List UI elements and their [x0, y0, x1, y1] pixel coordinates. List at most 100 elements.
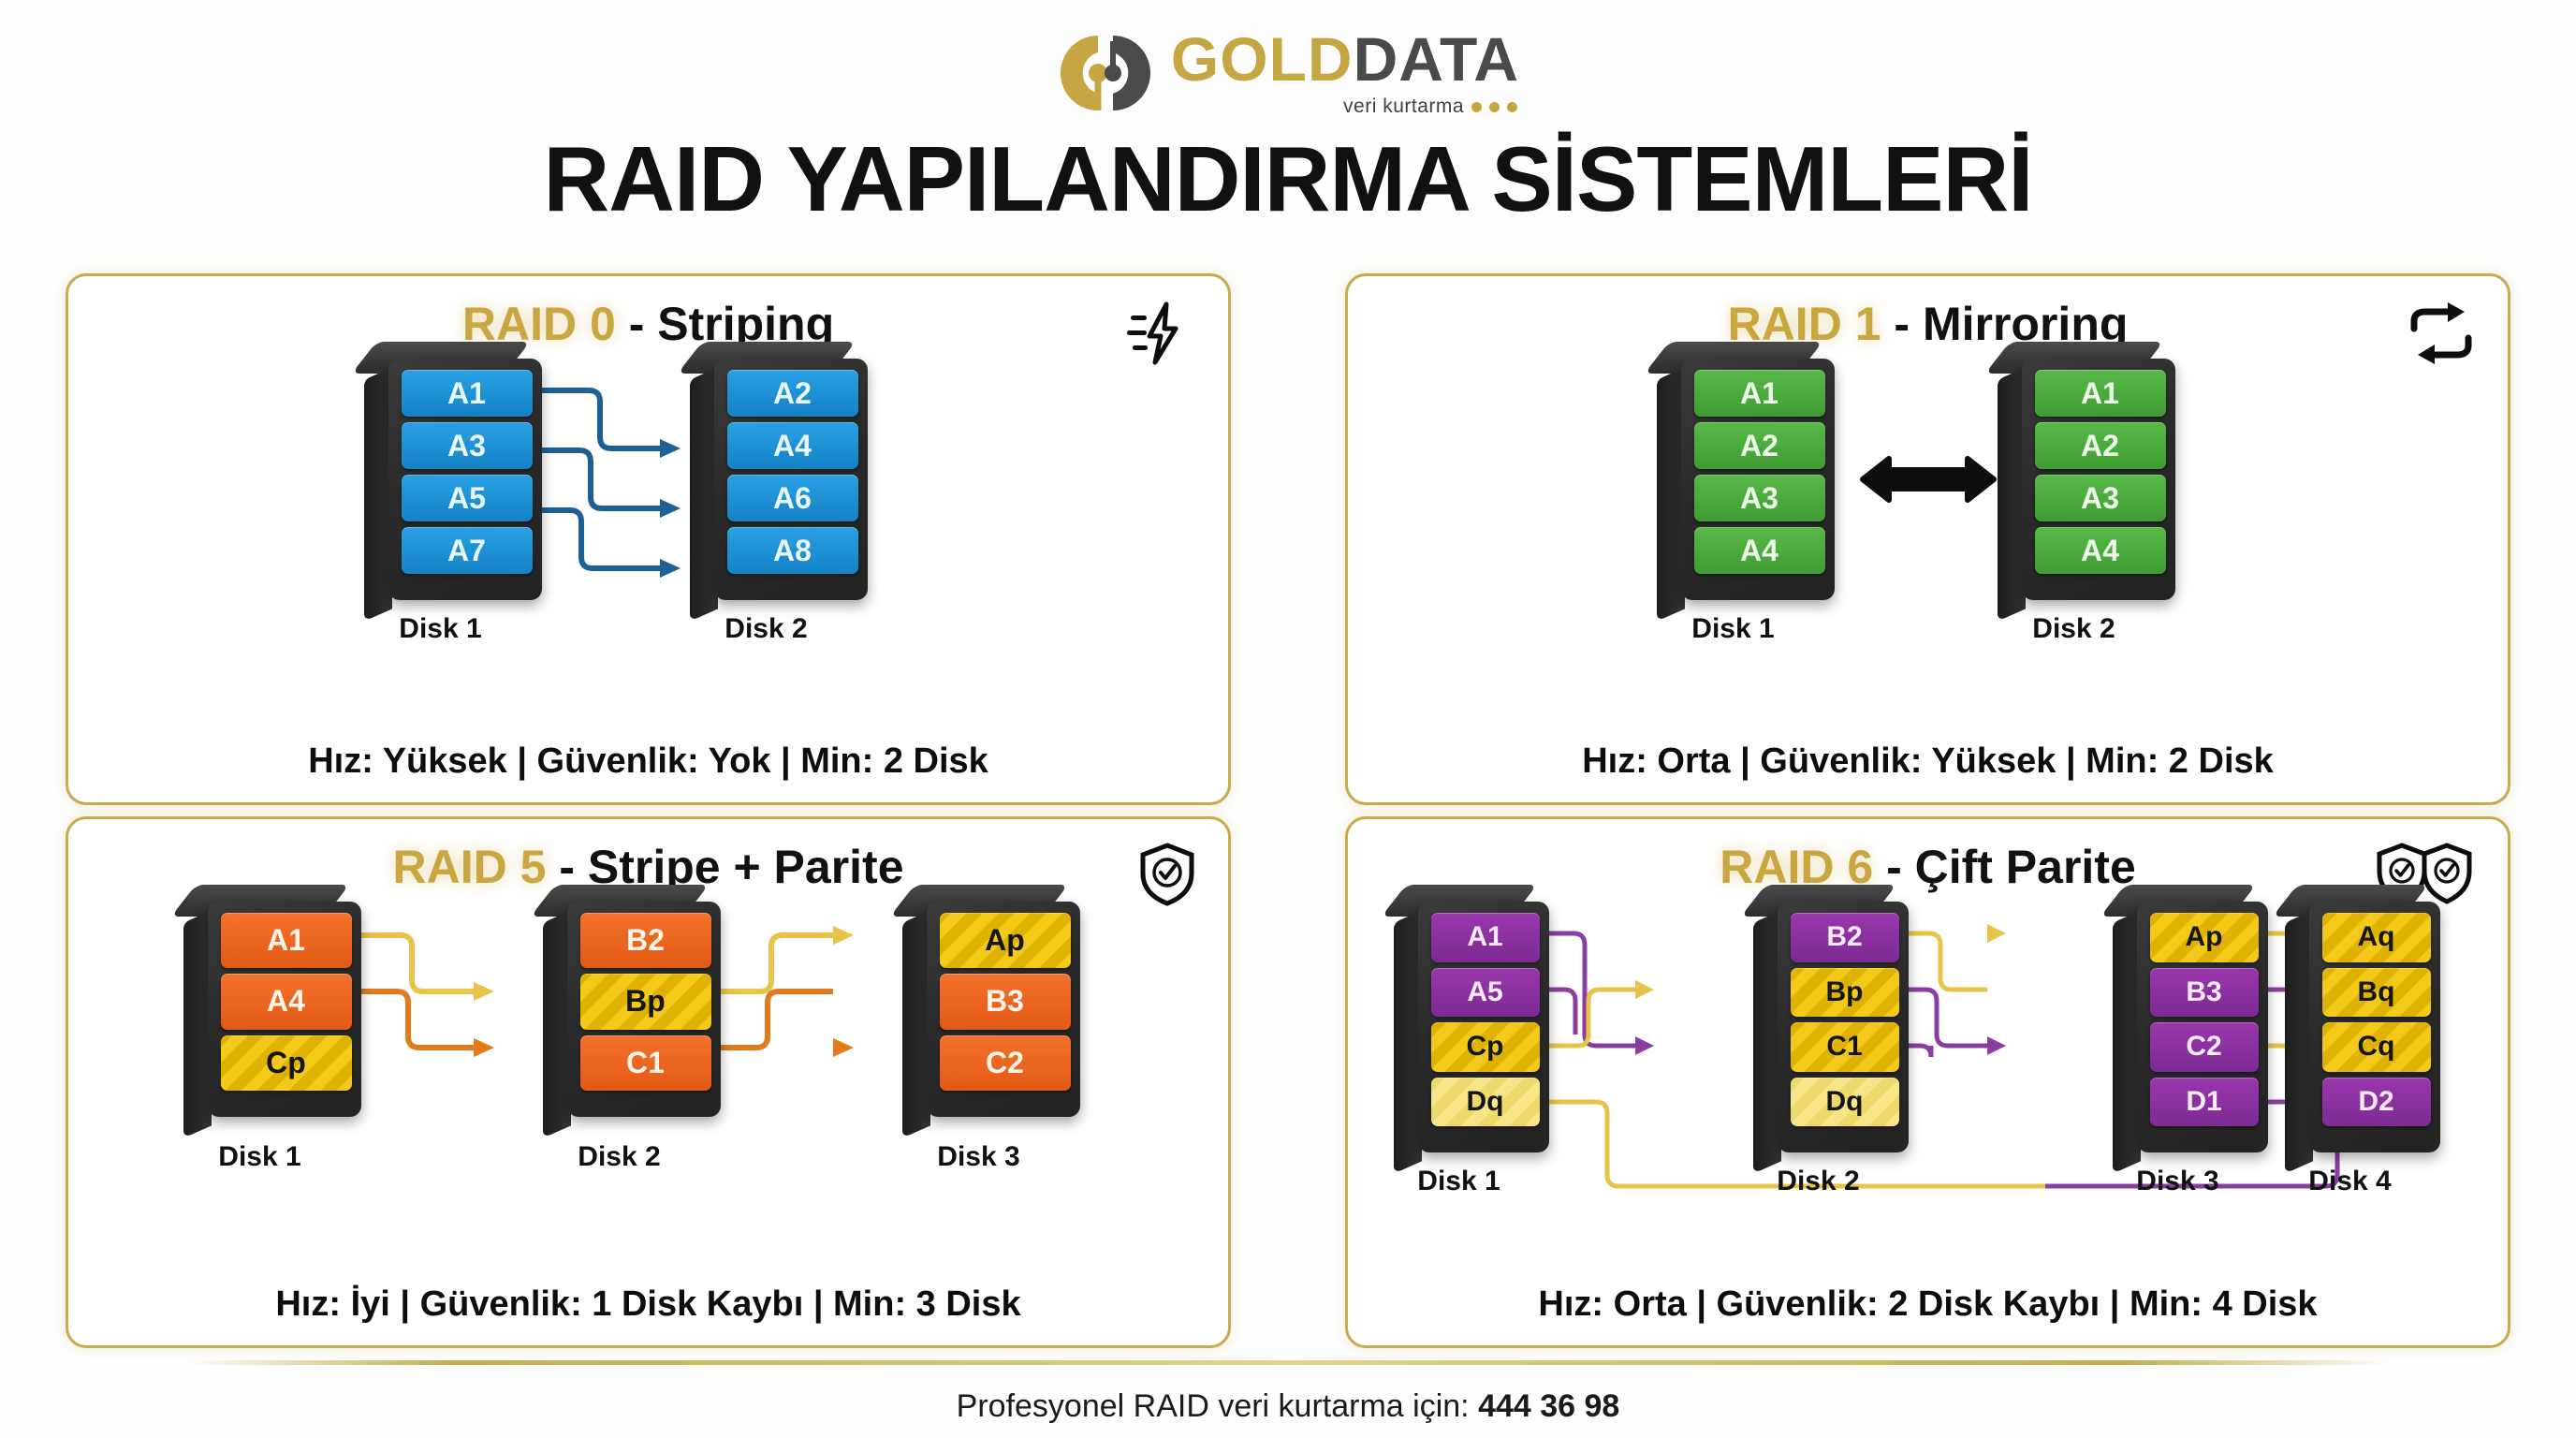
- disk-raid0-2: A2 A4 A6 A8 Disk 2: [677, 342, 868, 644]
- panel-raid0-disks: A1 A3 A5 A7 Disk 1 A2 A4 A6: [68, 342, 1228, 741]
- panel-raid1-title-gold: RAID 1: [1727, 298, 1881, 350]
- disk-body: Ap B3 C2 D1: [2136, 902, 2268, 1152]
- disk-body: Aq Bq Cq D2: [2308, 902, 2440, 1152]
- block-parity: Cp: [1430, 1022, 1540, 1072]
- panel-raid0-footer: Hız: Yüksek | Güvenlik: Yok | Min: 2 Dis…: [308, 741, 988, 781]
- block: A1: [1693, 370, 1825, 417]
- panel-raid5-footer: Hız: İyi | Güvenlik: 1 Disk Kaybı | Min:…: [275, 1284, 1021, 1324]
- dot-icon-1: [1471, 101, 1483, 112]
- disk-label: Disk 1: [1691, 613, 1775, 644]
- panel-raid5-title-dark: - Stripe + Parite: [559, 841, 904, 893]
- panel-raid6-title-gold: RAID 6: [1720, 841, 1874, 893]
- panel-raid0-title: RAID 0 - Striping: [462, 297, 834, 351]
- panel-raid5-title-gold: RAID 5: [392, 841, 547, 893]
- block: A8: [726, 527, 858, 574]
- brand-name-gold: GOLD: [1170, 24, 1354, 94]
- block: A2: [726, 370, 858, 417]
- panel-raid5: RAID 5 - Stripe + Parite: [66, 816, 1231, 1348]
- panel-raid1-footer: Hız: Orta | Güvenlik: Yüksek | Min: 2 Di…: [1582, 741, 2274, 781]
- disk-label: Disk 2: [724, 613, 808, 644]
- disk-label: Disk 3: [937, 1141, 1020, 1172]
- disk-raid5-3: Ap B3 C2 Disk 3: [889, 885, 1080, 1172]
- block: A1: [220, 913, 352, 969]
- disk-raid5-1: A1 A4 Cp Disk 1: [170, 885, 361, 1172]
- disk-body: A1 A2 A3 A4: [1680, 359, 1835, 600]
- block-parity: C1: [1790, 1022, 1899, 1072]
- gold-divider: [187, 1360, 2389, 1365]
- block-parity: Cp: [220, 1034, 352, 1091]
- block: A1: [2034, 370, 2166, 417]
- disk-body: A1 A2 A3 A4: [2021, 359, 2175, 600]
- panel-raid0-title-dark: - Striping: [628, 298, 835, 350]
- block: B2: [579, 913, 711, 969]
- block: A2: [1693, 422, 1825, 469]
- disk-raid5-2: B2 Bp C1 Disk 2: [530, 885, 721, 1172]
- disk-label: Disk 3: [2136, 1166, 2219, 1196]
- block: B3: [2149, 967, 2259, 1017]
- block: C2: [2149, 1022, 2259, 1072]
- disk-label: Disk 1: [399, 613, 482, 644]
- brand-name-dark: DATA: [1353, 24, 1520, 94]
- block: A4: [2034, 527, 2166, 574]
- mirror-repeat-icon: [2407, 299, 2476, 368]
- panel-raid1: RAID 1 - Mirroring: [1345, 273, 2510, 805]
- disk-label: Disk 2: [578, 1141, 661, 1172]
- block-parity: Ap: [2149, 913, 2259, 962]
- disk-label: Disk 1: [218, 1141, 301, 1172]
- disk-label: Disk 2: [1777, 1166, 1860, 1196]
- raid-panel-grid: RAID 0 - Striping: [66, 273, 2510, 1348]
- block-parity: Dq: [1430, 1077, 1540, 1126]
- golddata-logo-icon: [1057, 24, 1154, 122]
- disk-label: Disk 4: [2308, 1166, 2392, 1196]
- disk-raid6-3: Ap B3 C2 D1 Disk 3: [2100, 885, 2268, 1196]
- disk-raid6-1: A1 A5 Cp Dq Disk 1: [1381, 885, 1549, 1196]
- lightning-speed-icon: [1127, 299, 1196, 368]
- block: A3: [1693, 475, 1825, 521]
- block: C2: [939, 1034, 1071, 1091]
- block: A3: [401, 422, 533, 469]
- dot-icon-2: [1489, 101, 1500, 112]
- disk-raid1-1: A1 A2 A3 A4 Disk 1: [1644, 342, 1835, 644]
- panel-raid1-title-dark: - Mirroring: [1894, 298, 2129, 350]
- block: A7: [401, 527, 533, 574]
- panel-raid6-footer: Hız: Orta | Güvenlik: 2 Disk Kaybı | Min…: [1538, 1284, 2318, 1324]
- shield-check-icon: [1138, 842, 1196, 907]
- block: A6: [726, 475, 858, 521]
- block: D1: [2149, 1077, 2259, 1126]
- disk-body: A1 A3 A5 A7: [388, 359, 542, 600]
- panel-raid6-disks: A1 A5 Cp Dq Disk 1 B2 Bp C1: [1348, 885, 2508, 1284]
- panel-raid0-title-gold: RAID 0: [461, 298, 616, 350]
- block: A2: [2034, 422, 2166, 469]
- block-parity: Dq: [1790, 1077, 1899, 1126]
- panel-raid6: RAID 6 - Çift Parite: [1345, 816, 2510, 1348]
- disk-body: B2 Bp C1 Dq: [1777, 902, 1909, 1152]
- disk-label: Disk 1: [1417, 1166, 1500, 1196]
- panel-raid1-title: RAID 1 - Mirroring: [1728, 297, 2129, 351]
- block: B2: [1790, 913, 1899, 962]
- block: C1: [579, 1034, 711, 1091]
- block: A1: [401, 370, 533, 417]
- block-parity: Bp: [1790, 967, 1899, 1017]
- footer-contact-line: Profesyonel RAID veri kurtarma için: 444…: [0, 1388, 2576, 1425]
- disk-body: B2 Bp C1: [566, 902, 721, 1117]
- brand-header: GOLD DATA veri kurtarma: [0, 17, 2576, 129]
- disk-raid1-2: A1 A2 A3 A4 Disk 2: [1984, 342, 2175, 644]
- disk-body: A1 A5 Cp Dq: [1417, 902, 1549, 1152]
- block: B3: [939, 974, 1071, 1030]
- page-title: RAID YAPILANDIRMA SİSTEMLERİ: [543, 127, 2034, 230]
- disk-body: A2 A4 A6 A8: [713, 359, 868, 600]
- block: A5: [401, 475, 533, 521]
- block: A1: [1430, 913, 1540, 962]
- block: A3: [2034, 475, 2166, 521]
- block-parity: Cq: [2321, 1022, 2431, 1072]
- disk-body: Ap B3 C2: [926, 902, 1080, 1117]
- block-parity: Ap: [939, 913, 1071, 969]
- block: A4: [1693, 527, 1825, 574]
- block: A5: [1430, 967, 1540, 1017]
- panel-raid0: RAID 0 - Striping: [66, 273, 1231, 805]
- block-parity: Bp: [579, 974, 711, 1030]
- footer-contact-text: Profesyonel RAID veri kurtarma için:: [956, 1388, 1479, 1424]
- disk-label: Disk 2: [2032, 613, 2115, 644]
- block: A4: [726, 422, 858, 469]
- panel-raid6-title: RAID 6 - Çift Parite: [1720, 840, 2136, 894]
